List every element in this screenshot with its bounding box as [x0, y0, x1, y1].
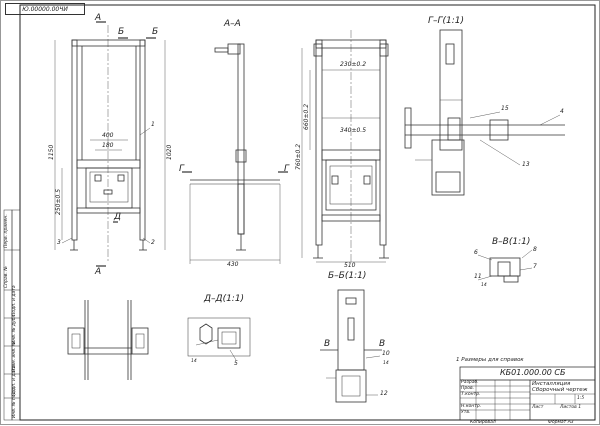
strip-dup-inv: Инв. № дубл.: [12, 313, 17, 344]
plan-view: [67, 300, 149, 380]
section-bb: [301, 30, 389, 263]
title-sheet: Лист: [532, 405, 544, 410]
cut-letter-b-right: Б: [152, 27, 159, 37]
cut-letter-g-right: Г: [284, 164, 290, 174]
leader-4: 4: [560, 108, 564, 115]
leader-7: 7: [533, 263, 537, 270]
weld-mark-1: 14: [191, 359, 197, 364]
leader-13: 13: [522, 161, 530, 168]
title-designation: КБ01.000.00 СБ: [500, 368, 566, 377]
section-title-gg: Г–Г(1:1): [428, 16, 465, 26]
weld-mark-2: 14: [481, 283, 487, 288]
side-strip: [3, 209, 21, 421]
leader-2: 2: [151, 239, 155, 246]
title-scale: 1:5: [577, 396, 585, 401]
dim-section-height-a: 760±0.2: [295, 143, 302, 170]
section-vv: [477, 249, 533, 283]
title-sheets: Листов 1: [560, 405, 582, 410]
dim-section-width-top: 230±0.2: [340, 61, 367, 68]
dim-overall-height: 1150: [48, 144, 55, 160]
dim-inner-height: 1020: [166, 144, 173, 160]
title-format: Формат А3: [548, 420, 574, 425]
leader-11: 11: [474, 273, 482, 280]
title-name-line2: Сборочный чертеж: [532, 387, 588, 393]
dim-section-width-mid: 340±0.5: [340, 127, 367, 134]
role-approve: Утв.: [461, 410, 471, 415]
dim-width-inner: 180: [102, 142, 114, 149]
dim-height-mid: 250±0.5: [55, 188, 62, 215]
front-view: [54, 21, 166, 267]
document-code: Ю.00000.00ЧИ: [5, 3, 85, 15]
section-title-bb: Б–Б(1:1): [328, 271, 367, 281]
dim-depth: 430: [227, 261, 239, 268]
dim-width-top: 400: [102, 132, 114, 139]
role-ncontrol: Н.контр.: [461, 404, 482, 409]
title-name-line1: Инсталляция: [532, 381, 571, 387]
leader-5: 5: [234, 360, 238, 367]
leader-1: 1: [151, 121, 155, 128]
strip-reference: Справ. №: [4, 266, 9, 288]
title-block: [459, 366, 596, 421]
strip-orig-inv: Инв. № подл.: [12, 386, 17, 418]
cut-letter-v-right: В: [379, 339, 386, 349]
drawing-note: 1 Размеры для справок: [456, 357, 524, 363]
weld-mark-3: 14: [383, 361, 389, 366]
role-checker: Пров.: [461, 386, 475, 391]
section-gg: [404, 29, 565, 196]
leader-10: 10: [382, 350, 390, 357]
section-dd: [187, 317, 251, 361]
leader-6: 6: [474, 249, 478, 256]
cut-letter-d: Д: [114, 212, 122, 222]
strip-sign-date-1: Подп. и дата: [12, 285, 17, 316]
leader-15: 15: [501, 105, 509, 112]
role-developer: Разраб.: [461, 380, 479, 385]
section-title-dd: Д–Д(1:1): [204, 294, 245, 304]
cut-letter-v-left: В: [324, 339, 331, 349]
side-view-aa: [182, 43, 288, 264]
leader-8: 8: [533, 246, 537, 253]
dim-base-width: 510: [344, 262, 356, 269]
leader-3: 3: [57, 239, 61, 246]
role-tcontrol: Т.контр.: [461, 392, 481, 397]
strip-first-use: Перв. примен.: [4, 214, 9, 248]
leader-12: 12: [380, 390, 388, 397]
title-copied: Копировал: [470, 420, 496, 425]
cut-letter-a-bottom: А: [95, 267, 102, 277]
detail-bottom: [320, 289, 382, 403]
cut-letter-a-top: А: [95, 13, 102, 23]
section-title-aa: А–А: [224, 19, 241, 29]
cut-letter-b-left: Б: [118, 27, 125, 37]
dim-section-height-b: 660±0.2: [303, 103, 310, 130]
section-title-vv: В–В(1:1): [492, 237, 531, 247]
cut-letter-g-left: Г: [179, 164, 185, 174]
